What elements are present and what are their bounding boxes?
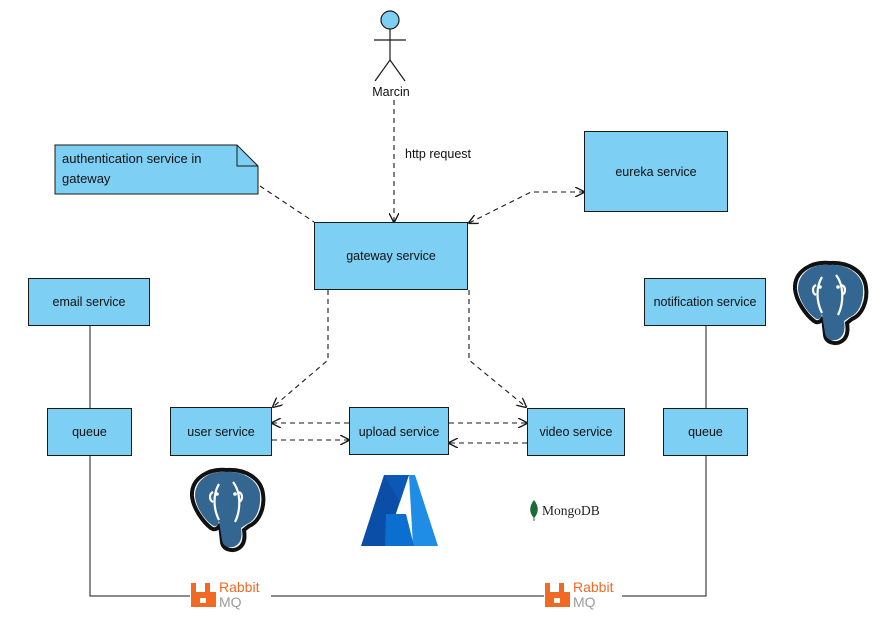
edge-left-queue-rabbitmq [89,456,190,597]
mongodb-wordmark: MongoDB [542,503,600,518]
edge-note-gateway [259,185,315,223]
queue-box-right[interactable]: queue [663,408,748,456]
email-service-box[interactable]: email service [28,278,150,326]
azure-icon [361,475,438,546]
actor-marcin[interactable] [374,10,406,82]
edge-eureka-gateway [469,192,584,223]
auth-note-text: authentication service in gateway [62,151,202,186]
rabbitmq-word-right-2: MQ [573,594,596,610]
rabbitmq-word-left-2: MQ [219,594,242,610]
mongodb-leaf-icon [530,500,538,521]
queue-box-left[interactable]: queue [47,408,132,456]
actor-label: Marcin [372,85,410,99]
video-service-box[interactable]: video service [527,408,625,456]
rabbitmq-word-left-1: Rabbit [219,579,260,595]
http-request-label: http request [405,147,472,161]
user-service-box[interactable]: user service [170,407,272,456]
rabbitmq-word-right-1: Rabbit [573,579,614,595]
eureka-service-box[interactable]: eureka service [584,131,728,212]
upload-service-box[interactable]: upload service [349,407,449,455]
edge-gateway-video [468,290,526,407]
rabbitmq-icon-left [191,583,216,607]
postgresql-icon-user-db [190,467,266,552]
edge-gateway-user [273,290,329,407]
auth-note-shape [54,144,259,195]
notification-service-box[interactable]: notification service [644,278,766,326]
gateway-service-box[interactable]: gateway service [314,222,468,290]
edge-right-queue-rabbitmq [622,456,707,597]
rabbitmq-icon-right [545,583,570,607]
postgresql-icon [793,260,869,345]
